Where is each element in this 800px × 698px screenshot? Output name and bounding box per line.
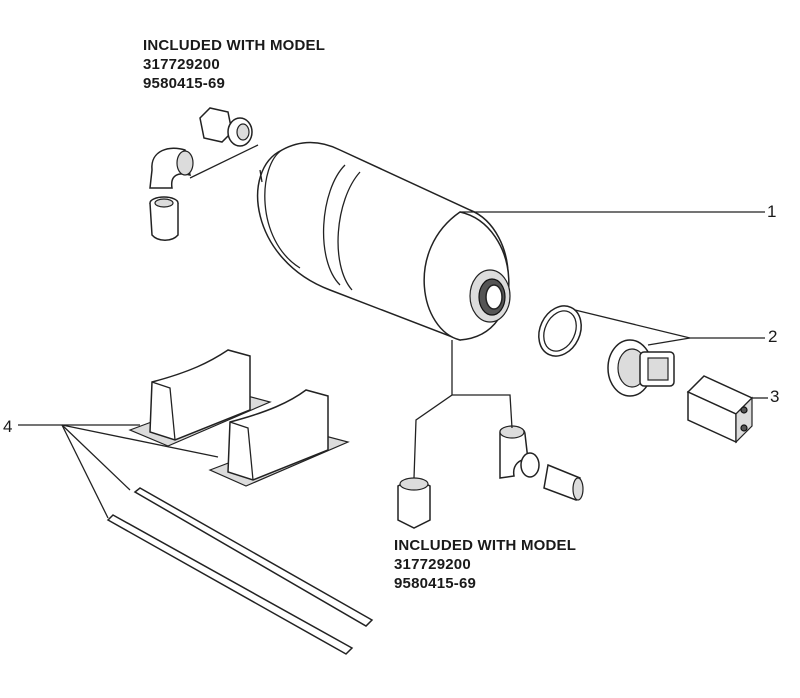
leader-lines [18, 144, 768, 519]
support-rods [106, 487, 374, 655]
callout-2-seal-fitting: 2 [768, 327, 778, 346]
bottom-fittings-kit [397, 425, 584, 529]
note-top-line-1: INCLUDED WITH MODEL [143, 37, 326, 54]
included-with-model-note-bottom: INCLUDED WITH MODEL 317729200 9580415-69 [394, 536, 576, 593]
included-with-model-note-top: INCLUDED WITH MODEL 317729200 9580415-69 [143, 36, 325, 93]
note-bottom-line-2: 317729200 [394, 556, 471, 573]
callout-4-stands-rods: 4 [3, 417, 13, 436]
note-top-line-3: 9580415-69 [143, 75, 226, 92]
o-ring-seal [538, 305, 582, 357]
note-top-line-2: 317729200 [143, 56, 220, 73]
tank-stand-left [128, 349, 272, 447]
note-bottom-line-3: 9580415-69 [394, 575, 477, 592]
switch-box [686, 375, 754, 444]
tank-fitting [607, 339, 675, 397]
pressure-tank [256, 141, 511, 341]
callout-3-switch-box: 3 [770, 387, 780, 406]
tank-stand-right [208, 389, 350, 487]
top-fittings-kit [149, 107, 253, 241]
callout-1-tank: 1 [767, 202, 777, 221]
note-bottom-line-1: INCLUDED WITH MODEL [394, 537, 577, 554]
